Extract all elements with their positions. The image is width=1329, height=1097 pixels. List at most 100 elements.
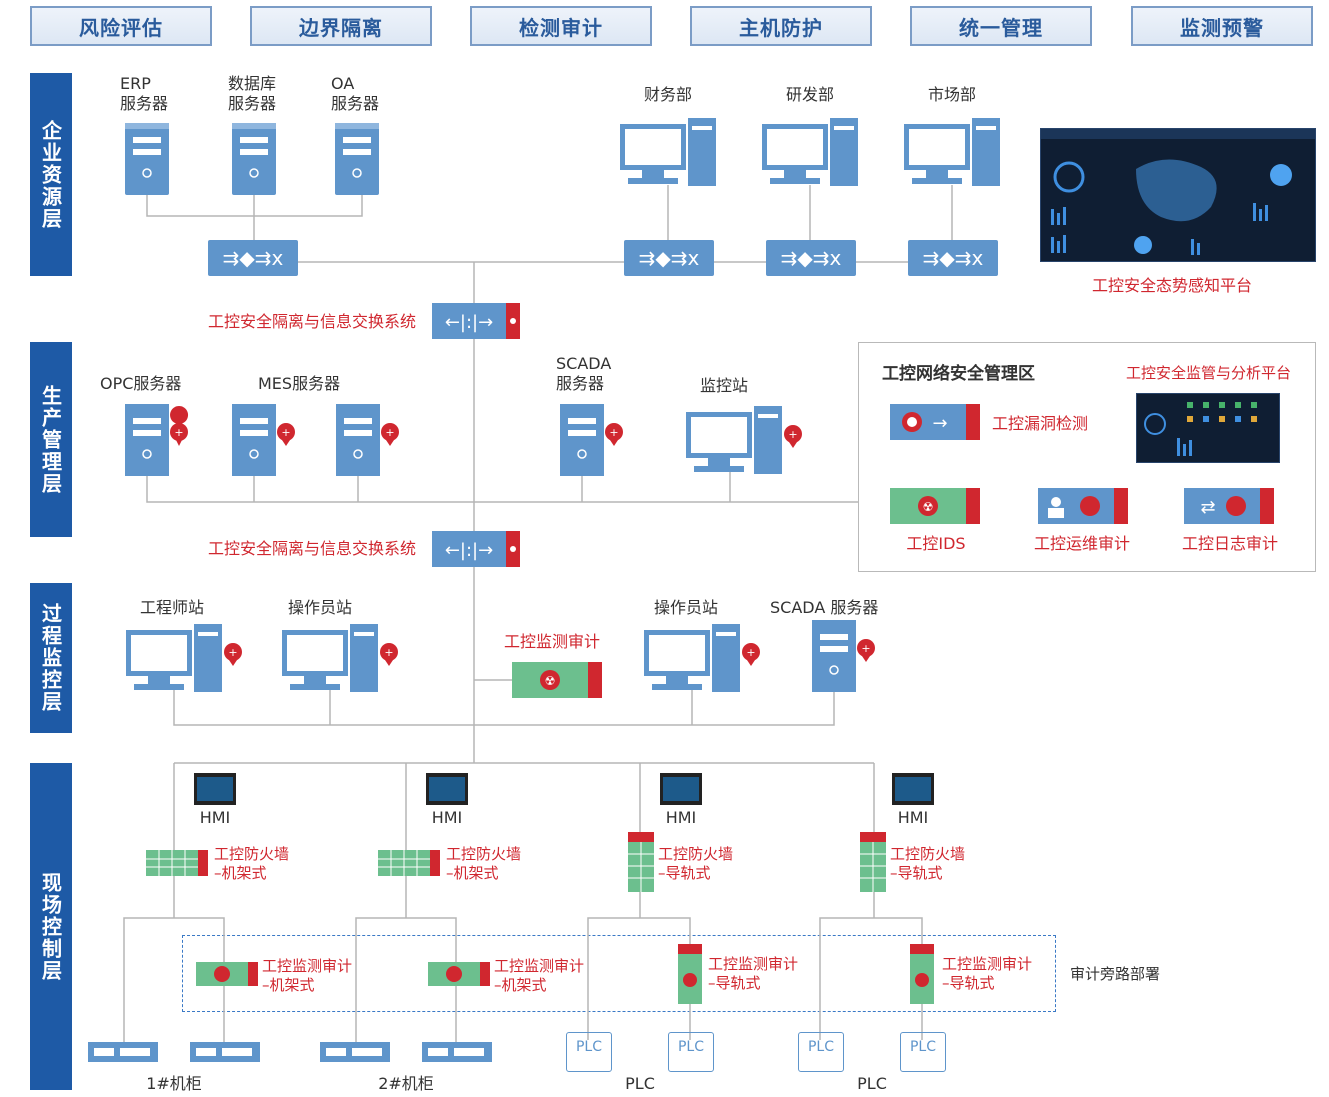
tab-risk-assessment[interactable]: 风险评估: [30, 6, 212, 46]
rail-firewall-icon: [628, 832, 654, 892]
database-server-label: 数据库 服务器: [228, 74, 277, 113]
cabinet2-label: 2#机柜: [378, 1074, 434, 1093]
svg-text:⇉◆⇉x: ⇉◆⇉x: [223, 246, 284, 270]
layer-enterprise: 企业资源层: [30, 73, 72, 276]
layer-process: 过程监控层: [30, 583, 72, 733]
monitor-station-icon: +: [686, 406, 802, 474]
rack-audit-icon: [428, 962, 490, 986]
svg-text:+: +: [228, 646, 237, 659]
tab-boundary-isolation[interactable]: 边界隔离: [250, 6, 432, 46]
plc-icon: PLC: [668, 1032, 714, 1072]
process-scada-label: SCADA 服务器: [770, 598, 879, 617]
svg-text:+: +: [384, 646, 393, 659]
hmi-icon: [426, 773, 468, 805]
rack-audit-icon: [196, 962, 258, 986]
ids-icon: ☢: [890, 488, 980, 524]
svg-text:+: +: [174, 426, 183, 439]
operator-station-icon: +: [282, 624, 398, 692]
svg-text:⇉◆⇉x: ⇉◆⇉x: [923, 246, 984, 270]
security-zone-title: 工控网络安全管理区: [882, 364, 1035, 384]
svg-text:⇉◆⇉x: ⇉◆⇉x: [781, 246, 842, 270]
svg-text:+: +: [746, 646, 755, 659]
engineer-station-icon: +: [126, 624, 242, 692]
svg-text:+: +: [788, 428, 797, 441]
rail-firewall-label: 工控防火墙 –导轨式: [658, 845, 734, 882]
bypass-deployment-label: 审计旁路部署: [1070, 965, 1161, 983]
hmi-label: HMI: [199, 808, 231, 827]
tab-host-protection[interactable]: 主机防护: [690, 6, 872, 46]
finance-dept-label: 财务部: [643, 85, 692, 104]
rack-firewall-label: 工控防火墙 –机架式: [214, 845, 290, 882]
oa-server-icon: [335, 123, 379, 195]
monitoring-audit-icon: ☢: [512, 662, 602, 698]
log-audit-label: 工控日志审计: [1181, 534, 1278, 553]
workstation-icon: [620, 118, 716, 186]
vuln-scanner-label: 工控漏洞检测: [992, 414, 1089, 433]
cabinet-device-icon: [320, 1042, 390, 1062]
svg-text:←|:|→: ←|:|→: [445, 312, 493, 333]
rail-firewall-icon: [860, 832, 886, 892]
rail-firewall-label: 工控防火墙 –导轨式: [890, 845, 966, 882]
hmi-icon: [194, 773, 236, 805]
cabinet1-label: 1#机柜: [146, 1074, 202, 1093]
rack-firewall-icon: [146, 850, 208, 876]
supervision-platform-screenshot: [1136, 393, 1280, 463]
isolation-gateway-icon: ←|:|→: [432, 303, 520, 339]
plc-label: PLC: [857, 1074, 887, 1093]
svg-text:+: +: [861, 642, 870, 655]
scada-server-icon: +: [560, 404, 623, 476]
situation-platform-screenshot: [1040, 128, 1316, 262]
operator-station-icon: +: [644, 624, 760, 692]
svg-text:+: +: [385, 426, 394, 439]
workstation-icon: [762, 118, 858, 186]
plc-icon: PLC: [900, 1032, 946, 1072]
erp-server-icon: [125, 123, 169, 195]
hmi-label: HMI: [431, 808, 463, 827]
workstation-icon: [904, 118, 1000, 186]
vuln-scanner-icon: →: [890, 404, 980, 440]
engineer-station-label: 工程师站: [140, 598, 205, 617]
isolation-gateway-icon: ←|:|→: [432, 531, 520, 567]
rail-audit-icon: [910, 944, 934, 1004]
switch-icon: ⇉◆⇉x: [208, 240, 298, 276]
bypass-audit-zone: [182, 935, 1056, 1012]
situation-platform-label: 工控安全态势感知平台: [1092, 276, 1253, 295]
svg-text:+: +: [281, 426, 290, 439]
tab-unified-management[interactable]: 统一管理: [910, 6, 1092, 46]
operator-station-label: 操作员站: [288, 598, 353, 617]
gateway-label-lower: 工控安全隔离与信息交换系统: [208, 539, 417, 558]
switch-icon: ⇉◆⇉x: [766, 240, 856, 276]
scada-server-label: SCADA 服务器: [556, 354, 612, 393]
hmi-icon: [660, 773, 702, 805]
ops-audit-label: 工控运维审计: [1033, 534, 1130, 553]
mes-server-icon: +: [232, 404, 295, 476]
operator-station-label-2: 操作员站: [654, 598, 719, 617]
opc-server-icon: +: [125, 404, 189, 476]
process-audit-label: 工控监测审计: [504, 632, 601, 651]
gateway-label-upper: 工控安全隔离与信息交换系统: [208, 312, 417, 331]
hmi-label: HMI: [897, 808, 929, 827]
plc-icon: PLC: [566, 1032, 612, 1072]
layer-production: 生产管理层: [30, 342, 72, 537]
oa-server-label: OA 服务器: [331, 74, 380, 113]
switch-icon: ⇉◆⇉x: [908, 240, 998, 276]
rack-audit-label: 工控监测审计 –机架式: [262, 957, 353, 994]
svg-text:→: →: [932, 413, 947, 434]
mes-server-icon: +: [336, 404, 399, 476]
opc-server-label: OPC服务器: [100, 374, 182, 393]
rack-firewall-label: 工控防火墙 –机架式: [446, 845, 522, 882]
erp-server-label: ERP 服务器: [120, 74, 169, 113]
monitor-station-label: 监控站: [700, 376, 749, 395]
scada-server-icon: +: [812, 620, 875, 692]
rack-audit-label: 工控监测审计 –机架式: [494, 957, 585, 994]
layer-field: 现场控制层: [30, 763, 72, 1090]
svg-text:←|:|→: ←|:|→: [445, 540, 493, 561]
tab-monitoring-warning[interactable]: 监测预警: [1131, 6, 1313, 46]
rail-audit-label: 工控监测审计 –导轨式: [708, 955, 799, 992]
tab-detection-audit[interactable]: 检测审计: [470, 6, 652, 46]
svg-text:⇉◆⇉x: ⇉◆⇉x: [639, 246, 700, 270]
cabinet-device-icon: [422, 1042, 492, 1062]
cabinet-device-icon: [190, 1042, 260, 1062]
svg-text:☢: ☢: [923, 500, 934, 514]
